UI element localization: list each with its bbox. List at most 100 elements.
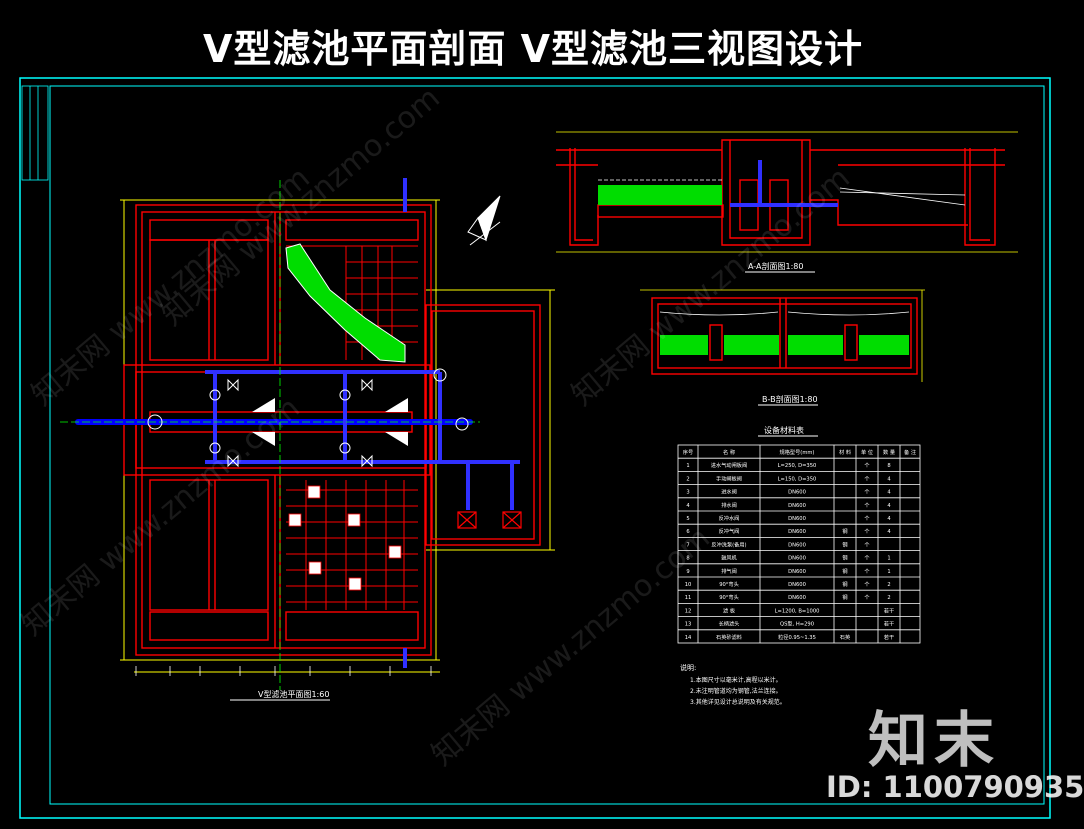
filter-media-b-2: [724, 335, 779, 355]
table-cell: 手动闸板阀: [716, 474, 742, 482]
table-header-cell: 数 量: [883, 448, 895, 456]
table-cell: 6: [686, 529, 689, 535]
table-cell: 个: [864, 475, 870, 482]
table-cell: 反冲洗泵(备用): [711, 540, 746, 548]
table-cell: 长柄滤头: [719, 620, 740, 628]
table-cell: 钢: [842, 580, 847, 588]
north-arrow-icon: [467, 195, 501, 246]
table-cell: 1: [887, 569, 890, 575]
table-cell: 1: [686, 463, 689, 469]
table-cell: L=150, D=350: [778, 476, 817, 482]
table-cell: 2: [686, 476, 689, 482]
section-a-a: A-A剖面图1:80: [556, 131, 1018, 273]
table-cell: 4: [887, 503, 891, 509]
table-cell: 个: [864, 515, 870, 522]
table-cell: 8: [887, 463, 890, 469]
section-b-b: B-B剖面图1:80: [640, 289, 925, 406]
table-cell: 个: [864, 528, 870, 535]
table-cell: 鼓风机: [721, 554, 737, 562]
table-cell: 滤 板: [723, 606, 736, 614]
filter-media-b-1: [660, 335, 708, 355]
table-header-cell: 单 位: [861, 448, 873, 456]
table-cell: 钢: [842, 554, 847, 562]
table-cell: 12: [685, 608, 692, 614]
table-cell: 个: [864, 462, 870, 469]
table-cell: 2: [887, 595, 890, 601]
table-cell: QS型, H=290: [780, 620, 814, 628]
table-cell: 若干: [884, 633, 894, 641]
table-cell: DN600: [788, 569, 806, 575]
table-cell: 个: [864, 568, 870, 575]
table-cell: 石英砂滤料: [716, 633, 742, 641]
table-border: [677, 444, 921, 644]
table-cell: DN600: [788, 556, 806, 562]
table-header-cell: 规格型号(mm): [780, 448, 815, 456]
table-cell: 4: [887, 476, 891, 482]
filter-media-b-3: [788, 335, 843, 355]
table-cell: 钢: [842, 527, 847, 535]
outer-frame: [19, 77, 1051, 819]
table-cell: 14: [685, 635, 692, 641]
section-a-caption: A-A剖面图1:80: [748, 261, 803, 271]
filter-media-slope: [285, 243, 406, 363]
table-cell: 4: [887, 516, 891, 522]
table-cell: 13: [685, 622, 692, 628]
table-cell: 7: [686, 542, 689, 548]
table-cell: DN600: [788, 595, 806, 601]
plan-caption: V型滤池平面图1:60: [258, 689, 329, 699]
section-b-caption: B-B剖面图1:80: [762, 394, 818, 404]
table-cell: 4: [686, 503, 690, 509]
table-header-cell: 材 料: [839, 448, 851, 456]
table-cell: 若干: [884, 620, 894, 628]
table-cell: 个: [864, 502, 870, 509]
table-cell: 3: [686, 490, 689, 496]
table-cell: DN600: [788, 582, 806, 588]
table-cell: 进水气动闸板阀: [711, 461, 747, 469]
table-cell: 个: [864, 581, 870, 588]
table-cell: 个: [864, 541, 870, 548]
table-caption: 设备材料表: [764, 425, 804, 435]
table-cell: 反冲气阀: [719, 527, 740, 535]
table-cell: 进水阀: [721, 488, 737, 496]
table-cell: 90°弯头: [719, 593, 739, 601]
page-title: V型滤池平面剖面 V型滤池三视图设计: [202, 27, 864, 71]
table-cell: DN600: [788, 490, 806, 496]
table-cell: 个: [864, 555, 870, 562]
table-cell: 钢: [842, 593, 847, 601]
note-line-1: 1.本图尺寸以毫米计,高程以米计。: [690, 676, 782, 684]
brand-logo: 知末: [868, 706, 1000, 776]
table-cell: 4: [887, 490, 891, 496]
table-cell: L=250, D=350: [778, 463, 817, 469]
table-cell: 排水阀: [721, 501, 737, 509]
table-cell: DN600: [788, 529, 806, 535]
table-cell: DN600: [788, 542, 806, 548]
notes-heading: 说明:: [680, 663, 696, 672]
note-line-2: 2.未注明管道均为钢管,法兰连接。: [690, 687, 782, 695]
table-header-cell: 序号: [683, 448, 693, 456]
table-cell: 11: [685, 595, 692, 601]
table-cell: 粒径0.95~1.35: [778, 633, 816, 641]
table-cell: 5: [686, 516, 689, 522]
table-header-cell: 备 注: [904, 448, 916, 456]
table-cell: 8: [686, 556, 689, 562]
table-cell: 2: [887, 582, 890, 588]
table-cell: 90°弯头: [719, 580, 739, 588]
table-cell: 反冲水阀: [719, 514, 740, 522]
filter-media-a-left: [598, 185, 722, 205]
title-strip: [21, 85, 49, 181]
asset-id-label: ID: 1100790935: [826, 770, 1084, 804]
filter-media-b-4: [859, 335, 909, 355]
equipment-table: 设备材料表 序号 名 称 规格型号(mm) 材 料 单 位 数 量 备 注 1 进水气动闸板阀 L…: [677, 425, 921, 706]
table-cell: 9: [686, 569, 689, 575]
table-cell: DN600: [788, 516, 806, 522]
table-cell: 4: [887, 529, 891, 535]
table-cell: 个: [864, 594, 870, 601]
table-cell: 个: [864, 489, 870, 496]
plan-view: V型滤池平面图1:60: [60, 178, 555, 701]
table-cell: 石英: [840, 633, 851, 641]
table-cell: 若干: [884, 606, 894, 614]
table-header-cell: 名 称: [723, 448, 735, 456]
table-cell: 钢: [842, 567, 847, 575]
table-cell: 10: [685, 582, 692, 588]
